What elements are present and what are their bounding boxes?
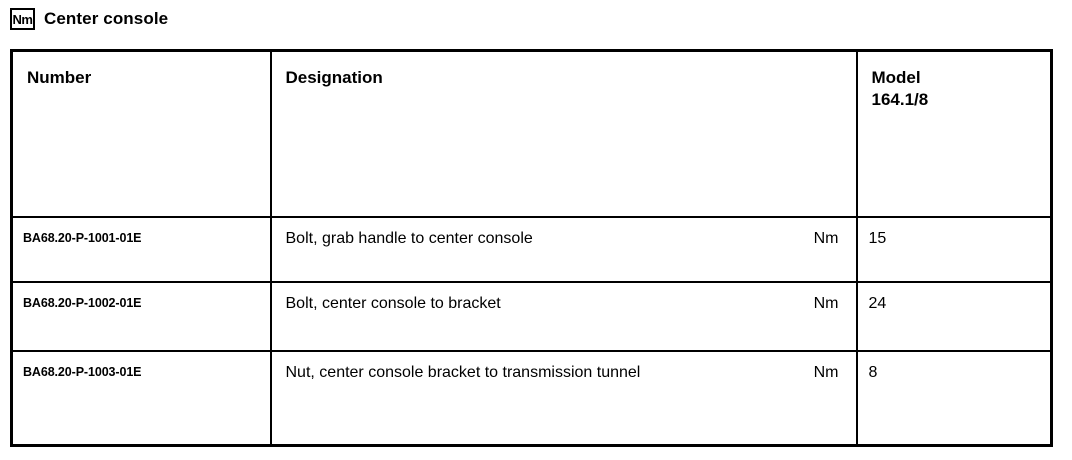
header-cell-designation: Designation [270, 50, 858, 218]
cell-number: BA68.20-P-1003-01E [11, 350, 272, 446]
cell-model-value: 8 [857, 351, 1052, 446]
cell-model-value: 15 [856, 216, 1052, 283]
column-header-model-line1: Model [871, 68, 921, 87]
cell-model-value: 24 [856, 281, 1052, 352]
column-header-number: Number [27, 68, 92, 87]
torque-value: 15 [868, 229, 887, 247]
header-cell-model: Model 164.1/8 [856, 50, 1052, 218]
torque-specification-table: Number Designation Model 164.1/8 BA68.20… [10, 49, 1053, 447]
designation-wrapper: Nut, center console bracket to transmiss… [272, 352, 856, 445]
table-row: BA68.20-P-1001-01E Bolt, grab handle to … [11, 216, 1052, 283]
page-title-bar: Nm Center console [10, 7, 168, 31]
part-number-text: BA68.20-P-1001-01E [23, 230, 142, 245]
column-header-model-line2: 164.1/8 [871, 90, 929, 109]
part-number-text: BA68.20-P-1002-01E [23, 295, 142, 310]
designation-text: Nut, center console bracket to transmiss… [285, 363, 641, 381]
column-header-designation: Designation [285, 68, 383, 87]
table-row: BA68.20-P-1003-01E Nut, center console b… [11, 350, 1052, 446]
torque-value: 24 [868, 294, 887, 312]
cell-designation: Bolt, grab handle to center console Nm [270, 216, 858, 283]
unit-label: Nm [813, 294, 839, 312]
designation-wrapper: Bolt, center console to bracket Nm [272, 283, 856, 350]
unit-label: Nm [813, 229, 839, 247]
designation-wrapper: Bolt, grab handle to center console Nm [272, 218, 856, 281]
cell-number: BA68.20-P-1002-01E [11, 281, 272, 352]
part-number-text: BA68.20-P-1003-01E [23, 364, 142, 379]
page-title: Center console [44, 9, 169, 28]
table-row: BA68.20-P-1002-01E Bolt, center console … [11, 281, 1052, 352]
designation-text: Bolt, grab handle to center console [285, 229, 533, 247]
torque-value: 8 [868, 363, 878, 381]
table-header-row: Number Designation Model 164.1/8 [11, 50, 1052, 218]
unit-label: Nm [813, 363, 839, 381]
cell-designation: Nut, center console bracket to transmiss… [270, 350, 858, 446]
designation-text: Bolt, center console to bracket [285, 294, 501, 312]
header-cell-number: Number [11, 50, 272, 218]
cell-designation: Bolt, center console to bracket Nm [270, 281, 858, 352]
column-header-model: Model 164.1/8 [858, 52, 1051, 111]
nm-torque-icon: Nm [10, 8, 35, 30]
cell-number: BA68.20-P-1001-01E [11, 216, 272, 283]
